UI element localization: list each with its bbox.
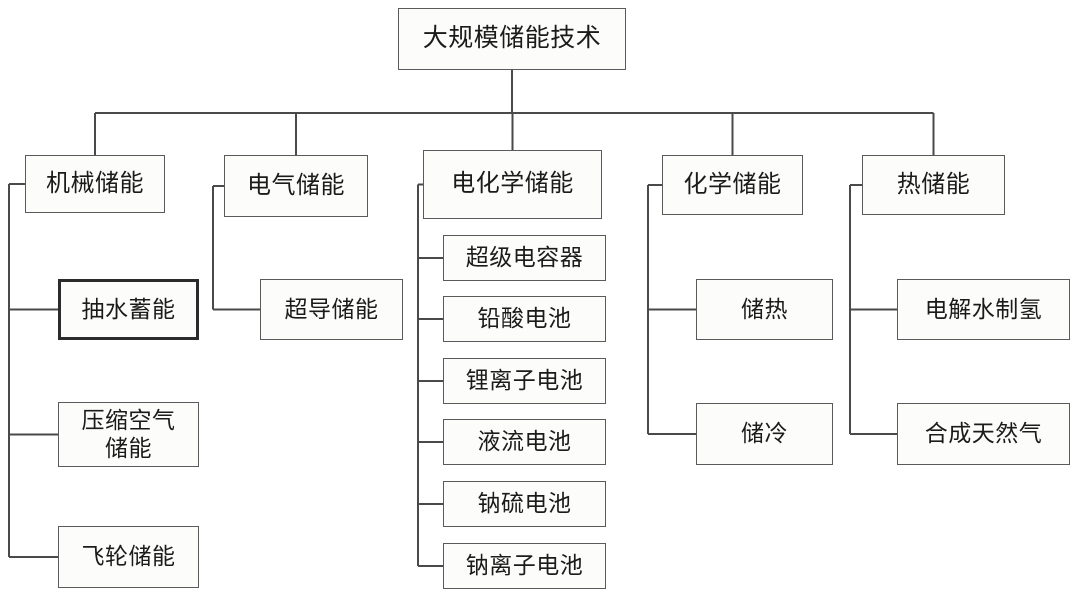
node-smes-label: 超导储能 <box>284 296 379 322</box>
node-cold-storage[interactable]: 储冷 <box>696 403 833 465</box>
node-heat-storage-label: 储热 <box>741 296 788 322</box>
node-compressed-air-label: 压缩空气 储能 <box>81 408 176 461</box>
node-pumped-hydro[interactable]: 抽水蓄能 <box>58 279 199 340</box>
node-lithium-ion[interactable]: 锂离子电池 <box>443 358 606 404</box>
node-mechanical-label: 机械储能 <box>46 170 144 197</box>
node-water-electrolysis-hydrogen-label: 电解水制氢 <box>924 296 1043 322</box>
node-lithium-ion-label: 锂离子电池 <box>465 368 584 394</box>
node-sodium-ion-label: 钠离子电池 <box>465 553 584 579</box>
node-water-electrolysis-hydrogen[interactable]: 电解水制氢 <box>897 279 1070 340</box>
node-lead-acid[interactable]: 铅酸电池 <box>443 296 606 342</box>
node-mechanical[interactable]: 机械储能 <box>25 155 165 213</box>
node-thermal[interactable]: 热储能 <box>862 155 1005 215</box>
node-electrical-label: 电气储能 <box>247 172 345 199</box>
node-flow-battery-label: 液流电池 <box>477 429 572 455</box>
node-sodium-sulfur[interactable]: 钠硫电池 <box>443 481 606 527</box>
node-chemical[interactable]: 化学储能 <box>662 155 803 215</box>
node-supercapacitor[interactable]: 超级电容器 <box>443 235 606 281</box>
node-root-label: 大规模储能技术 <box>422 25 602 53</box>
node-sodium-ion[interactable]: 钠离子电池 <box>443 543 606 589</box>
node-flow-battery[interactable]: 液流电池 <box>443 419 606 465</box>
node-lead-acid-label: 铅酸电池 <box>477 306 572 332</box>
node-electrochemical[interactable]: 电化学储能 <box>423 150 602 219</box>
node-electrical[interactable]: 电气储能 <box>224 155 368 217</box>
node-heat-storage[interactable]: 储热 <box>696 279 833 340</box>
node-root[interactable]: 大规模储能技术 <box>398 8 626 70</box>
node-sodium-sulfur-label: 钠硫电池 <box>477 491 572 517</box>
node-thermal-label: 热储能 <box>896 171 971 198</box>
node-cold-storage-label: 储冷 <box>741 421 788 447</box>
node-supercapacitor-label: 超级电容器 <box>465 245 584 271</box>
node-smes[interactable]: 超导储能 <box>260 279 403 340</box>
node-pumped-hydro-label: 抽水蓄能 <box>81 296 176 322</box>
node-flywheel[interactable]: 飞轮储能 <box>58 526 199 588</box>
node-electrochemical-label: 电化学储能 <box>451 171 574 198</box>
node-compressed-air[interactable]: 压缩空气 储能 <box>58 402 199 467</box>
node-synthetic-natural-gas-label: 合成天然气 <box>924 421 1043 447</box>
node-flywheel-label: 飞轮储能 <box>81 544 176 570</box>
node-synthetic-natural-gas[interactable]: 合成天然气 <box>897 403 1070 465</box>
node-chemical-label: 化学储能 <box>683 171 782 198</box>
